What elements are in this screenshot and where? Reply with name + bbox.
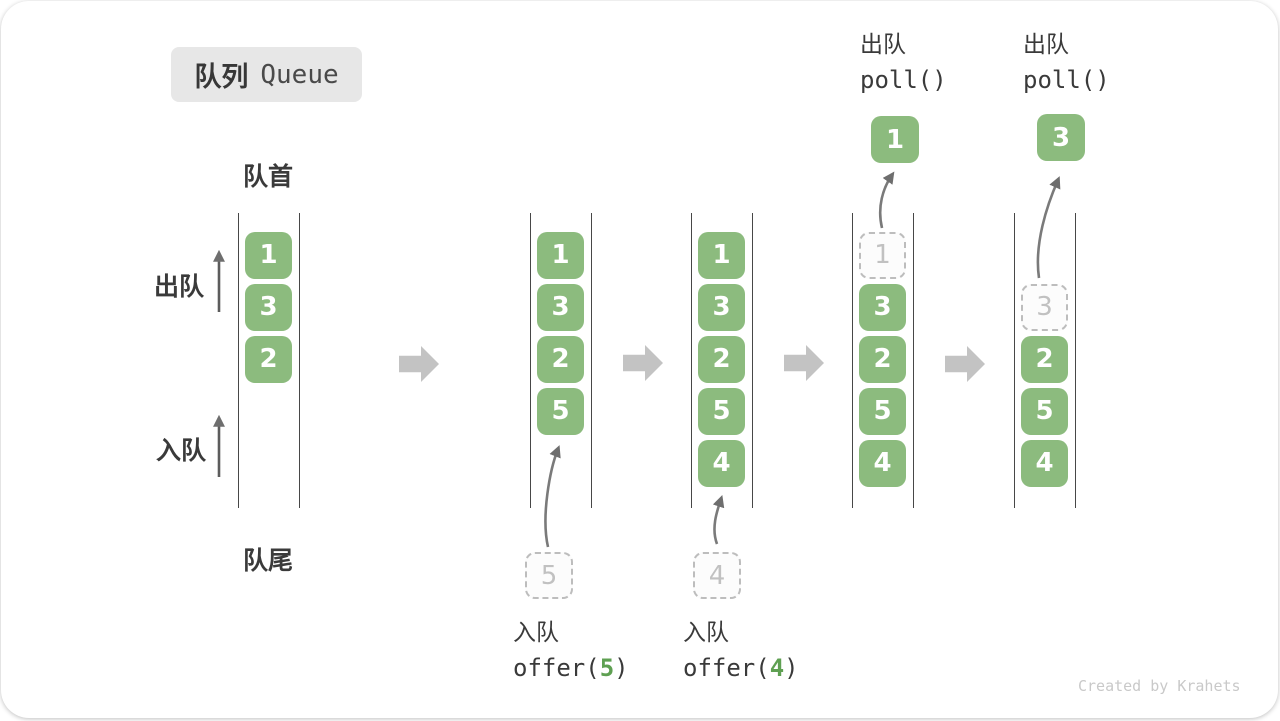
op-offer-5: 入队 offer(5)	[513, 620, 629, 682]
op-code-label: offer(4)	[683, 654, 799, 682]
watermark-credit: Created by Krahets	[1078, 677, 1241, 695]
next-step-arrow-icon	[399, 346, 439, 382]
queue-cell: 5	[1021, 387, 1068, 435]
pending-element-4: 4	[693, 552, 741, 599]
pending-element-5: 5	[525, 552, 573, 599]
dequeue-side-label: 出队	[154, 272, 205, 301]
op-action-label: 入队	[683, 620, 729, 646]
next-step-arrow-icon	[784, 345, 824, 381]
title-badge: 队列 Queue	[171, 47, 362, 102]
queue-cell: 4	[698, 439, 745, 487]
queue-cell: 1	[537, 231, 584, 279]
queue-cell-dashed: 1	[859, 231, 906, 279]
queue-cell: 1	[245, 231, 292, 279]
op-offer-4: 入队 offer(4)	[683, 620, 799, 682]
queue-rear-label: 队尾	[243, 546, 294, 575]
op-poll-2: 出队 poll()	[1023, 32, 1110, 94]
next-step-arrow-icon	[623, 345, 663, 381]
op-poll-1: 出队 poll()	[860, 32, 947, 94]
queue-cell: 2	[859, 335, 906, 383]
queue-cell: 4	[859, 439, 906, 487]
queue-cell: 3	[698, 283, 745, 331]
queue-cell: 5	[859, 387, 906, 435]
op-code-label: poll()	[1023, 66, 1110, 94]
queue-cell: 2	[537, 335, 584, 383]
queue-cell-dashed: 3	[1021, 283, 1068, 331]
popped-element-3: 3	[1037, 114, 1085, 161]
queue-cell: 3	[859, 283, 906, 331]
op-action-label: 出队	[1023, 32, 1069, 58]
queue-cell: 3	[245, 283, 292, 331]
op-code-label: poll()	[860, 66, 947, 94]
queue-cell: 3	[537, 283, 584, 331]
queue-cell: 5	[537, 387, 584, 435]
op-action-label: 入队	[513, 620, 559, 646]
op-code-label: offer(5)	[513, 654, 629, 682]
op-action-label: 出队	[860, 32, 906, 58]
queue-cell: 2	[245, 335, 292, 383]
enqueue-side-label: 入队	[156, 436, 207, 465]
next-step-arrow-icon	[945, 346, 985, 382]
title-en: Queue	[260, 59, 339, 90]
queue-cell: 4	[1021, 439, 1068, 487]
queue-cell: 2	[1021, 335, 1068, 383]
title-zh: 队列	[194, 62, 249, 93]
queue-front-label: 队首	[243, 162, 294, 191]
queue-cell: 1	[698, 231, 745, 279]
queue-cell: 5	[698, 387, 745, 435]
queue-cell: 2	[698, 335, 745, 383]
popped-element-1: 1	[871, 116, 919, 163]
